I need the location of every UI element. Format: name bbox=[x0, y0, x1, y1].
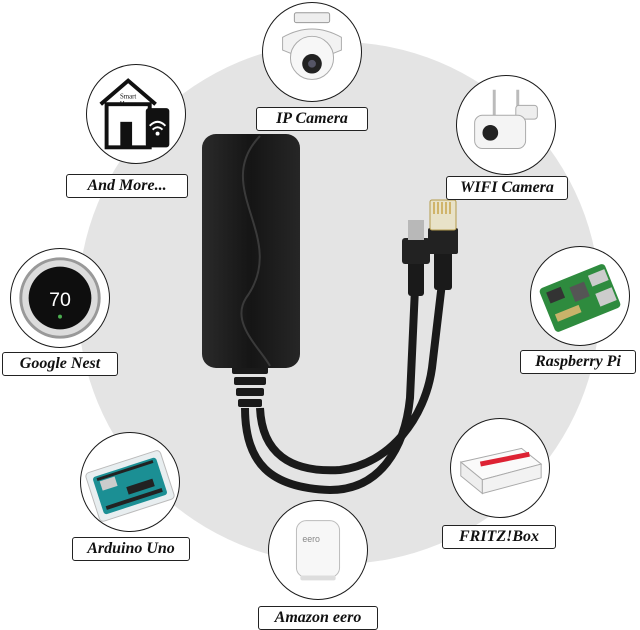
router-icon bbox=[459, 447, 543, 495]
bullet-camera-icon bbox=[474, 89, 538, 150]
arduino-board-icon bbox=[85, 450, 175, 522]
raspberry-pi-label: Raspberry Pi bbox=[520, 350, 636, 374]
raspberry-pi-board-icon bbox=[539, 264, 621, 332]
amazon-eero-bubble: eero bbox=[268, 500, 368, 600]
fritzbox-label: FRITZ!Box bbox=[442, 525, 556, 549]
fritzbox-bubble bbox=[450, 418, 550, 518]
thermostat-icon: 70 bbox=[19, 257, 101, 339]
poe-splitter-icon bbox=[150, 118, 490, 518]
smart-home-icon: Smart Home bbox=[99, 78, 170, 150]
wifi-camera-label: WIFI Camera bbox=[446, 176, 568, 200]
eero-router-icon: eero bbox=[295, 520, 341, 581]
raspberry-pi-bubble bbox=[530, 246, 630, 346]
ip-camera-bubble bbox=[262, 2, 362, 102]
arduino-uno-bubble bbox=[80, 432, 180, 532]
thermostat-readout: 70 bbox=[49, 289, 71, 311]
and-more-bubble: Smart Home bbox=[86, 64, 186, 164]
google-nest-bubble: 70 bbox=[10, 248, 110, 348]
smart-home-text-2: Home bbox=[120, 101, 137, 108]
eero-device-text: eero bbox=[302, 534, 320, 544]
smart-home-text-1: Smart bbox=[120, 93, 136, 100]
amazon-eero-label: Amazon eero bbox=[258, 606, 378, 630]
ip-camera-label: IP Camera bbox=[256, 107, 368, 131]
dome-camera-icon bbox=[282, 12, 342, 80]
wifi-camera-bubble bbox=[456, 75, 556, 175]
and-more-label: And More... bbox=[66, 174, 188, 198]
arduino-uno-label: Arduino Uno bbox=[72, 537, 190, 561]
google-nest-label: Google Nest bbox=[2, 352, 118, 376]
